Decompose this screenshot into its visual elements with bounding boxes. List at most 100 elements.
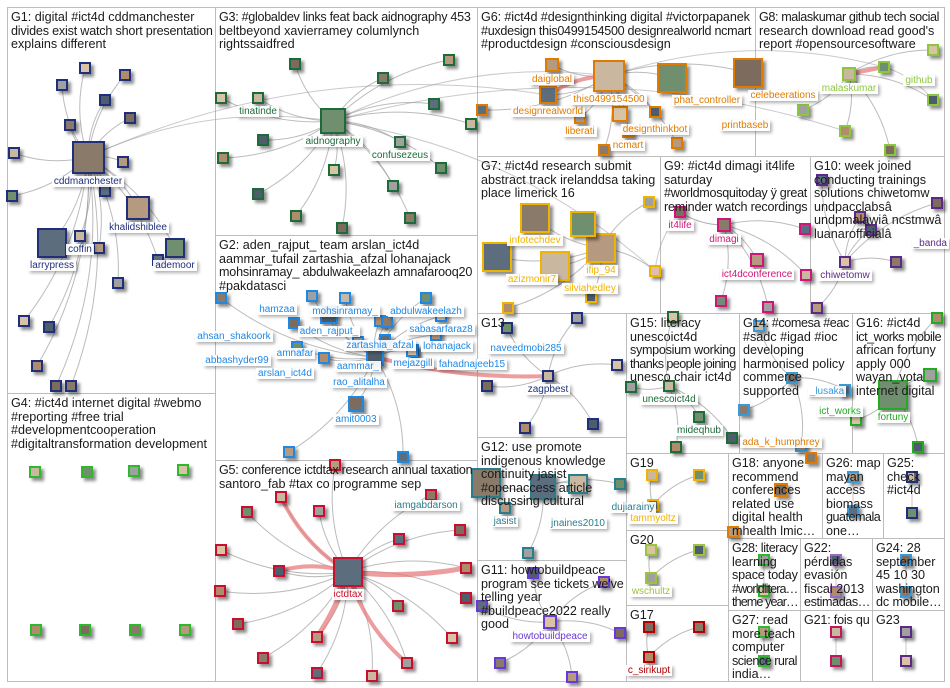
node[interactable] (392, 600, 404, 612)
node[interactable] (566, 671, 578, 683)
node-ifip-94[interactable] (586, 233, 616, 263)
node-aidnography[interactable] (320, 108, 346, 134)
node[interactable] (465, 118, 477, 130)
node-ahsan-shakoork[interactable] (288, 317, 300, 329)
node-mideqhub[interactable] (693, 411, 705, 423)
node-ictdtax[interactable] (333, 557, 363, 587)
node[interactable] (906, 507, 918, 519)
node[interactable] (481, 380, 493, 392)
node-jasist[interactable] (499, 502, 511, 514)
node[interactable] (129, 624, 141, 636)
node[interactable] (460, 562, 472, 574)
node[interactable] (30, 624, 42, 636)
node[interactable] (671, 137, 683, 149)
node[interactable] (99, 185, 111, 197)
node-mohsinramay[interactable] (339, 292, 351, 304)
node[interactable] (727, 526, 739, 538)
node[interactable] (649, 265, 661, 277)
node-jnaines2010[interactable] (568, 474, 588, 494)
node[interactable] (401, 657, 413, 669)
node[interactable] (571, 312, 583, 324)
node-lusaka[interactable] (786, 372, 798, 384)
node-confusezeus[interactable] (394, 136, 406, 148)
node[interactable] (366, 670, 378, 682)
node[interactable] (273, 565, 285, 577)
node-abdulwakeelazh[interactable] (420, 292, 432, 304)
node-iamgabdarson[interactable] (471, 468, 501, 498)
node[interactable] (215, 92, 227, 104)
node[interactable] (762, 301, 774, 313)
node[interactable] (311, 667, 323, 679)
node[interactable] (18, 315, 30, 327)
node[interactable] (587, 418, 599, 430)
node[interactable] (128, 465, 140, 477)
node[interactable] (494, 657, 506, 669)
node[interactable] (667, 311, 679, 323)
node[interactable] (625, 381, 637, 393)
node[interactable] (522, 547, 534, 559)
node[interactable] (443, 54, 455, 66)
node[interactable] (854, 211, 866, 223)
node[interactable] (830, 554, 842, 566)
node[interactable] (726, 432, 738, 444)
node[interactable] (900, 554, 912, 566)
node[interactable] (931, 197, 943, 209)
node[interactable] (890, 256, 902, 268)
node-ict4dconference[interactable] (750, 253, 764, 267)
node[interactable] (758, 655, 770, 667)
node[interactable] (800, 269, 812, 281)
node[interactable] (927, 44, 939, 56)
node-this0499154500[interactable] (593, 60, 625, 92)
node[interactable] (112, 277, 124, 289)
node-unescoict4d[interactable] (663, 380, 675, 392)
node[interactable] (79, 62, 91, 74)
node[interactable] (283, 446, 295, 458)
node[interactable] (906, 471, 918, 483)
node[interactable] (435, 162, 447, 174)
node[interactable] (313, 505, 325, 517)
node-designthinkbot[interactable] (612, 106, 628, 122)
node[interactable] (257, 134, 269, 146)
node-github[interactable] (878, 61, 890, 73)
node[interactable] (446, 632, 458, 644)
node-daiglobal[interactable] (545, 58, 559, 72)
node[interactable] (177, 464, 189, 476)
node[interactable] (715, 295, 727, 307)
node[interactable] (646, 469, 658, 481)
node[interactable] (693, 544, 705, 556)
node[interactable] (570, 211, 596, 237)
node[interactable] (329, 459, 341, 471)
node[interactable] (670, 441, 682, 453)
node[interactable] (179, 624, 191, 636)
node[interactable] (614, 478, 626, 490)
node-designrealworld[interactable] (539, 86, 557, 104)
node-howtobuildpeace[interactable] (543, 615, 557, 629)
node[interactable] (81, 466, 93, 478)
node-chiwetomw[interactable] (839, 256, 851, 268)
node[interactable] (6, 190, 18, 202)
node[interactable] (29, 466, 41, 478)
node-c-sirikupt[interactable] (643, 651, 655, 663)
node[interactable] (56, 79, 68, 91)
node[interactable] (830, 626, 842, 638)
node[interactable] (519, 422, 531, 434)
node[interactable] (847, 471, 859, 483)
node[interactable] (336, 222, 348, 234)
node[interactable] (289, 58, 301, 70)
node[interactable] (884, 144, 896, 156)
node[interactable] (454, 524, 466, 536)
node[interactable] (290, 210, 302, 222)
node[interactable] (758, 626, 770, 638)
node-fortuny[interactable] (878, 380, 908, 410)
node[interactable] (124, 112, 136, 124)
node[interactable] (693, 469, 705, 481)
node[interactable] (476, 104, 488, 116)
node[interactable] (214, 585, 226, 597)
node-it4life[interactable] (674, 206, 686, 218)
node[interactable] (753, 320, 765, 332)
node[interactable] (611, 359, 623, 371)
node[interactable] (693, 621, 705, 633)
node[interactable] (643, 196, 655, 208)
node-lohanajack[interactable] (381, 316, 393, 328)
node[interactable] (241, 506, 253, 518)
